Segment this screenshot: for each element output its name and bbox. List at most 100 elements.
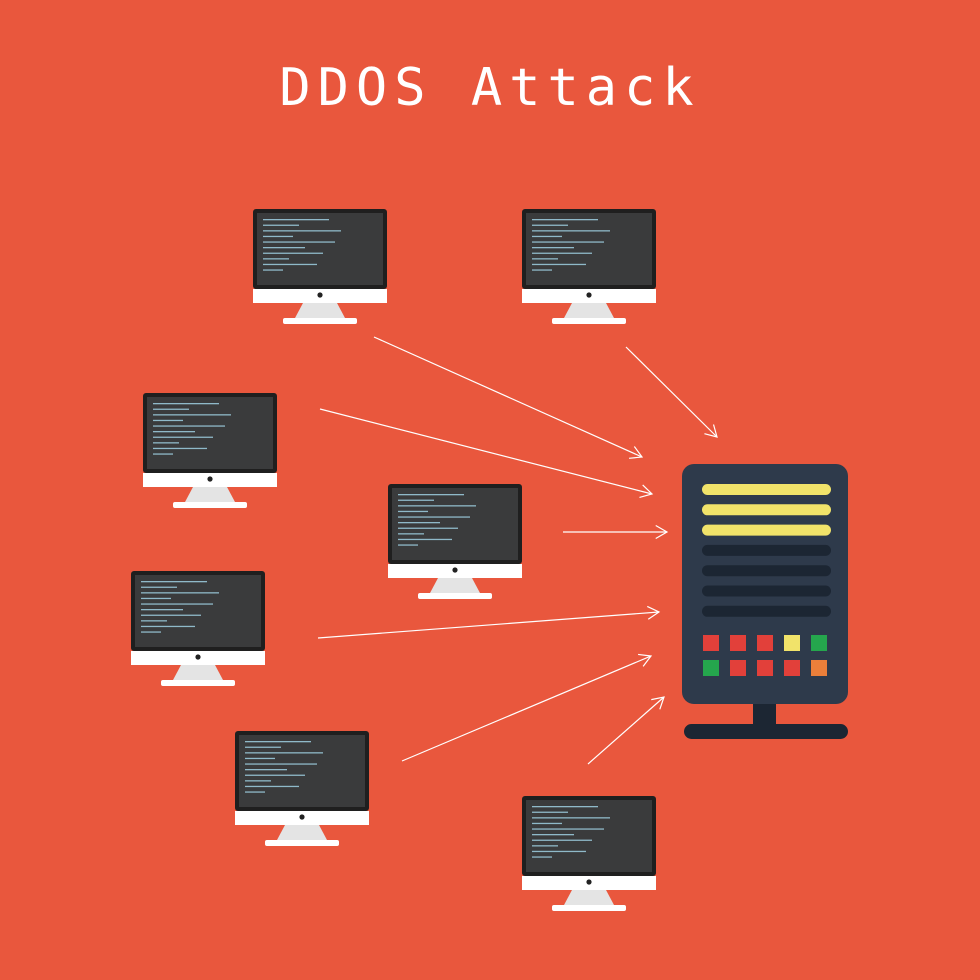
monitor-base <box>173 502 247 508</box>
attack-arrow-1 <box>373 336 644 459</box>
code-line <box>153 447 207 450</box>
monitor-base <box>418 593 492 599</box>
monitor-base <box>552 905 626 911</box>
status-led-red <box>703 635 719 651</box>
monitor-base <box>161 680 235 686</box>
code-line <box>263 235 293 238</box>
attack-arrow-7 <box>587 696 665 765</box>
code-line <box>153 442 179 444</box>
monitor-stand <box>277 825 327 840</box>
code-line <box>263 263 317 266</box>
monitor-base <box>265 840 339 846</box>
status-led-red <box>784 660 800 676</box>
code-line <box>141 597 171 600</box>
monitor-screen <box>392 488 518 560</box>
attacker-computer-3 <box>143 393 277 508</box>
server-stand-base <box>684 724 848 739</box>
arrow-line <box>373 336 643 458</box>
code-line <box>532 252 592 254</box>
code-line <box>245 769 287 771</box>
server-stand-post <box>753 700 776 728</box>
code-line <box>398 544 418 546</box>
attack-arrow-5 <box>317 605 661 639</box>
code-line <box>532 235 562 238</box>
code-line <box>532 224 568 226</box>
code-line <box>398 516 470 518</box>
code-line <box>153 419 183 422</box>
code-line <box>532 834 574 836</box>
code-line <box>141 603 213 605</box>
code-line <box>245 780 271 782</box>
status-led-red <box>730 660 746 676</box>
code-line <box>245 763 317 765</box>
server-cabinet <box>682 464 848 704</box>
arrow-line <box>401 655 652 762</box>
attacker-computer-5 <box>131 571 265 686</box>
server-bar-idle <box>702 544 831 556</box>
status-led-red <box>757 635 773 651</box>
code-line <box>263 224 299 226</box>
code-line <box>398 499 434 501</box>
code-line <box>245 741 311 743</box>
status-led-red <box>730 635 746 651</box>
arrowhead-icon <box>651 696 665 710</box>
code-line <box>263 269 283 271</box>
arrowhead-icon <box>638 653 653 667</box>
arrowhead-icon <box>629 446 644 459</box>
code-line <box>141 625 195 628</box>
attack-arrow-4 <box>563 525 669 539</box>
code-line <box>263 247 305 249</box>
code-line <box>263 219 329 221</box>
code-line <box>532 856 552 858</box>
power-button-icon <box>207 476 213 482</box>
monitor-base <box>283 318 357 324</box>
arrowhead-icon <box>639 484 654 499</box>
code-line <box>141 620 167 622</box>
code-line <box>532 806 598 808</box>
power-button-icon <box>195 654 201 660</box>
status-led-orange <box>811 660 827 676</box>
server-bar-idle <box>702 605 831 617</box>
monitor-screen <box>135 575 261 647</box>
power-button-icon <box>586 292 592 298</box>
arrow-line <box>317 611 660 639</box>
monitor-screen <box>147 397 273 469</box>
code-line <box>263 258 289 260</box>
code-line <box>245 785 299 788</box>
code-line <box>398 494 464 496</box>
code-line <box>153 414 231 416</box>
monitor-stand <box>185 487 235 502</box>
attack-arrows <box>317 336 718 765</box>
power-button-icon <box>586 879 592 885</box>
server-bar-active <box>702 504 831 516</box>
code-line <box>245 791 265 793</box>
arrowhead-icon <box>647 605 661 620</box>
code-line <box>532 269 552 271</box>
code-line <box>398 538 452 541</box>
attacker-computer-4 <box>388 484 522 599</box>
code-line <box>532 247 574 249</box>
code-line <box>532 263 586 266</box>
code-line <box>398 522 440 524</box>
arrow-line <box>625 346 718 438</box>
power-button-icon <box>452 567 458 573</box>
code-line <box>153 408 189 410</box>
power-button-icon <box>299 814 305 820</box>
attacker-computer-2 <box>522 209 656 324</box>
target-server <box>682 464 848 739</box>
arrowhead-icon <box>704 424 718 438</box>
code-line <box>532 828 604 830</box>
monitor-stand <box>173 665 223 680</box>
code-line <box>532 839 592 841</box>
code-line <box>141 631 161 633</box>
code-line <box>532 241 604 243</box>
code-line <box>532 845 558 847</box>
monitor-screen <box>239 735 365 807</box>
code-line <box>141 586 177 588</box>
code-line <box>532 811 568 813</box>
code-line <box>153 436 213 438</box>
code-line <box>532 850 586 853</box>
code-line <box>398 527 458 529</box>
attacker-computer-1 <box>253 209 387 324</box>
